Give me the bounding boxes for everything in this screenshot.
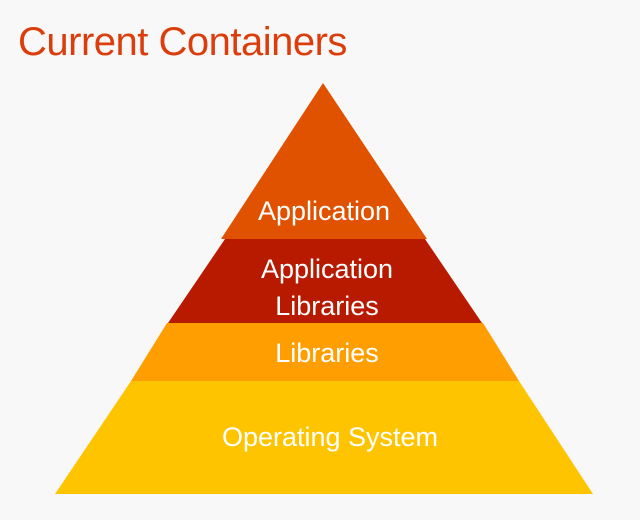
label-libraries: Libraries <box>275 338 379 368</box>
label-operating-system: Operating System <box>222 422 438 452</box>
slide-title: Current Containers <box>18 20 347 64</box>
layer-operating-system <box>55 381 593 494</box>
label-application: Application <box>258 196 390 226</box>
label-application-libraries-line1: Application <box>261 254 393 284</box>
layer-application-libraries <box>168 239 482 323</box>
label-application-libraries-line2: Libraries <box>275 291 379 321</box>
layer-application <box>221 83 427 239</box>
layer-libraries <box>131 323 519 381</box>
